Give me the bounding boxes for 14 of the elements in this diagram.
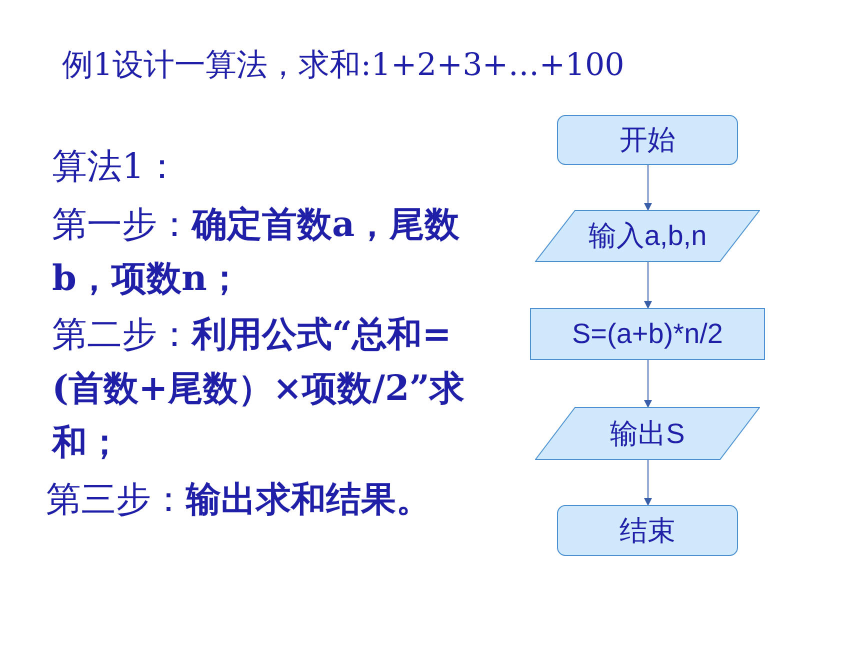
terminal-box: 结束 <box>557 505 738 556</box>
heading-text: 算法1： <box>52 146 180 189</box>
terminal-box: 开始 <box>557 115 738 165</box>
arrow <box>644 360 652 408</box>
io-parallelogram: 输入a,b,n <box>535 210 760 262</box>
step-text: 第二步：利用公式“总和=(首数+尾数）×项数/2”求和； <box>52 313 466 465</box>
io-parallelogram: 输出S <box>535 407 760 460</box>
step-text: 第一步：确定首数a，尾数b，项数n； <box>52 203 461 301</box>
process-box: S=(a+b)*n/2 <box>530 308 765 360</box>
title: 例1设计一算法，求和:1+2+3+…+100 <box>62 46 624 85</box>
step-text: 第三步：输出求和结果。 <box>46 478 432 522</box>
arrow <box>644 262 652 309</box>
arrow <box>644 164 652 211</box>
arrow <box>644 460 652 506</box>
